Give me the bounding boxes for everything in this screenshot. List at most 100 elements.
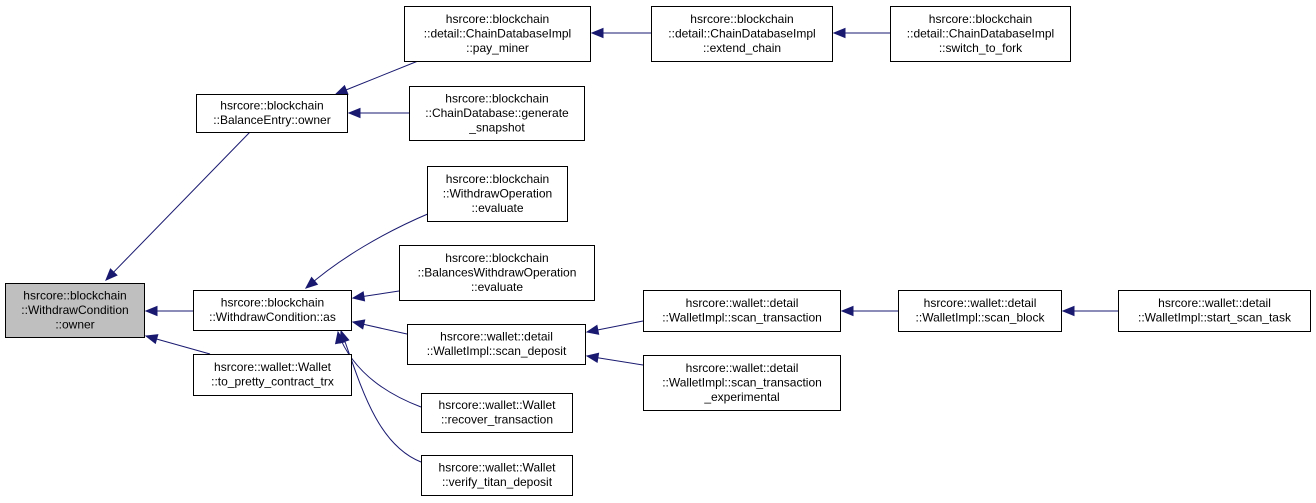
node-box — [643, 290, 841, 332]
node-label-line: hsrcore::blockchain — [690, 12, 793, 26]
node-label-line: ::extend_chain — [703, 41, 781, 55]
node-verify-titan[interactable]: hsrcore::wallet::Wallet::verify_titan_de… — [421, 455, 573, 496]
node-scan-tx-exp[interactable]: hsrcore::wallet::detail::WalletImpl::sca… — [643, 355, 841, 411]
node-switch-to-fork[interactable]: hsrcore::blockchain::detail::ChainDataba… — [890, 6, 1071, 62]
node-label-line: hsrcore::blockchain — [929, 12, 1032, 26]
edge-scan_tx_exp-to-scan_deposit — [585, 352, 644, 366]
node-label-line: _snapshot — [468, 120, 525, 134]
node-bal-withdraw-eval[interactable]: hsrcore::blockchain::BalancesWithdrawOpe… — [399, 245, 595, 301]
edge-scan_transaction-to-scan_deposit — [585, 320, 644, 335]
node-label-line: hsrcore::blockchain — [445, 251, 548, 265]
node-box — [643, 355, 841, 411]
arrowhead — [144, 334, 159, 345]
arrowhead — [840, 305, 854, 317]
edge-bal_withdraw_eval-to-wc_as — [351, 290, 400, 302]
edge-start_scan_task-to-scan_block — [1061, 305, 1118, 317]
edge-scan_block-to-scan_transaction — [840, 305, 898, 317]
node-extend-chain[interactable]: hsrcore::blockchain::detail::ChainDataba… — [651, 6, 833, 62]
arrowhead — [351, 291, 366, 302]
edge-extend_chain-to-pay_miner — [590, 27, 651, 39]
node-label-line: ::ChainDatabase::generate — [425, 106, 569, 120]
node-box — [193, 290, 352, 331]
edge-scan_deposit-to-wc_as — [351, 319, 408, 335]
node-label-line: hsrcore::wallet::Wallet — [439, 398, 557, 412]
node-label-line: ::to_pretty_contract_trx — [211, 375, 334, 389]
arrowhead — [347, 107, 361, 119]
node-label-line: ::WalletImpl::scan_block — [916, 311, 1046, 325]
node-label-line: ::WalletImpl::scan_deposit — [427, 344, 567, 358]
node-label-line: _experimental — [703, 390, 779, 404]
node-label-line: ::evaluate — [471, 201, 523, 215]
node-scan-block[interactable]: hsrcore::wallet::detail::WalletImpl::sca… — [898, 290, 1062, 332]
node-start-scan-task[interactable]: hsrcore::wallet::detail::WalletImpl::sta… — [1118, 290, 1311, 332]
arrowhead — [832, 27, 846, 39]
arrowhead — [585, 352, 600, 364]
node-label-line: ::pay_miner — [466, 41, 529, 55]
node-label-line: hsrcore::blockchain — [445, 91, 548, 105]
node-label-line: ::detail::ChainDatabaseImpl — [424, 26, 571, 40]
node-label-line: ::WalletImpl::start_scan_task — [1138, 311, 1292, 325]
node-generate-snapshot[interactable]: hsrcore::blockchain::ChainDatabase::gene… — [409, 86, 585, 141]
node-label-line: ::switch_to_fork — [939, 41, 1023, 55]
node-scan-deposit[interactable]: hsrcore::wallet::detail::WalletImpl::sca… — [407, 324, 586, 365]
node-balance-owner[interactable]: hsrcore::blockchain::BalanceEntry::owner — [196, 94, 348, 133]
node-box — [1118, 290, 1311, 332]
node-box — [404, 6, 591, 62]
arrowhead — [585, 324, 600, 335]
node-label-line: ::WalletImpl::scan_transaction — [662, 375, 822, 389]
node-box — [5, 283, 145, 338]
node-pay-miner[interactable]: hsrcore::blockchain::detail::ChainDataba… — [404, 6, 591, 62]
arrowhead — [339, 329, 350, 344]
edge-verify_titan-to-wc_as — [339, 329, 422, 463]
node-label-line: hsrcore::blockchain — [23, 288, 126, 302]
node-label-line: ::WithdrawCondition — [21, 303, 128, 317]
node-label-line: ::detail::ChainDatabaseImpl — [668, 26, 815, 40]
node-label-line: ::WithdrawCondition::as — [209, 310, 336, 324]
node-box — [399, 245, 595, 301]
node-root: hsrcore::blockchain::WithdrawCondition::… — [5, 283, 145, 338]
arrowhead — [304, 276, 319, 289]
arrowhead — [590, 27, 604, 39]
edge-pay_miner-to-balance_owner — [334, 60, 419, 95]
node-recover-tx[interactable]: hsrcore::wallet::Wallet::recover_transac… — [421, 393, 573, 433]
node-label-line: hsrcore::blockchain — [221, 296, 324, 310]
node-wc-as[interactable]: hsrcore::blockchain::WithdrawCondition::… — [193, 290, 352, 331]
edges-layer — [105, 27, 1118, 463]
node-box — [898, 290, 1062, 332]
node-label-line: ::BalancesWithdrawOperation — [418, 265, 577, 279]
arrowhead — [105, 268, 118, 281]
arrowhead — [351, 319, 366, 330]
node-box — [196, 94, 348, 133]
node-label-line: hsrcore::wallet::Wallet — [439, 461, 557, 475]
node-label-line: ::WalletImpl::scan_transaction — [662, 311, 822, 325]
node-scan-transaction[interactable]: hsrcore::wallet::detail::WalletImpl::sca… — [643, 290, 841, 332]
node-label-line: hsrcore::blockchain — [220, 99, 323, 113]
arrowhead — [144, 305, 158, 317]
node-box — [890, 6, 1071, 62]
node-label-line: hsrcore::blockchain — [446, 172, 549, 186]
node-box — [409, 86, 585, 141]
node-box — [407, 324, 586, 365]
node-label-line: ::verify_titan_deposit — [442, 475, 553, 489]
arrowhead — [1061, 305, 1075, 317]
node-box — [651, 6, 833, 62]
node-label-line: hsrcore::wallet::detail — [1158, 296, 1271, 310]
node-label-line: hsrcore::wallet::detail — [440, 330, 553, 344]
node-withdraw-eval[interactable]: hsrcore::blockchain::WithdrawOperation::… — [427, 166, 568, 222]
node-label-line: hsrcore::wallet::detail — [924, 296, 1037, 310]
node-label-line: hsrcore::wallet::detail — [686, 361, 799, 375]
node-label-line: ::BalanceEntry::owner — [213, 113, 330, 127]
node-label-line: hsrcore::wallet::detail — [686, 296, 799, 310]
node-wallet-pretty[interactable]: hsrcore::wallet::Wallet::to_pretty_contr… — [193, 354, 352, 396]
edge-balance_owner-to-root — [105, 131, 251, 281]
node-label-line: ::detail::ChainDatabaseImpl — [907, 26, 1054, 40]
edge-generate_snapshot-to-balance_owner — [347, 107, 409, 119]
node-label-line: hsrcore::blockchain — [446, 12, 549, 26]
edge-wc_as-to-root — [144, 305, 193, 317]
node-box — [427, 166, 568, 222]
node-label-line: ::WithdrawOperation — [443, 186, 552, 200]
node-box — [421, 393, 573, 433]
node-label-line: ::evaluate — [471, 280, 523, 294]
node-label-line: hsrcore::wallet::Wallet — [214, 360, 332, 374]
